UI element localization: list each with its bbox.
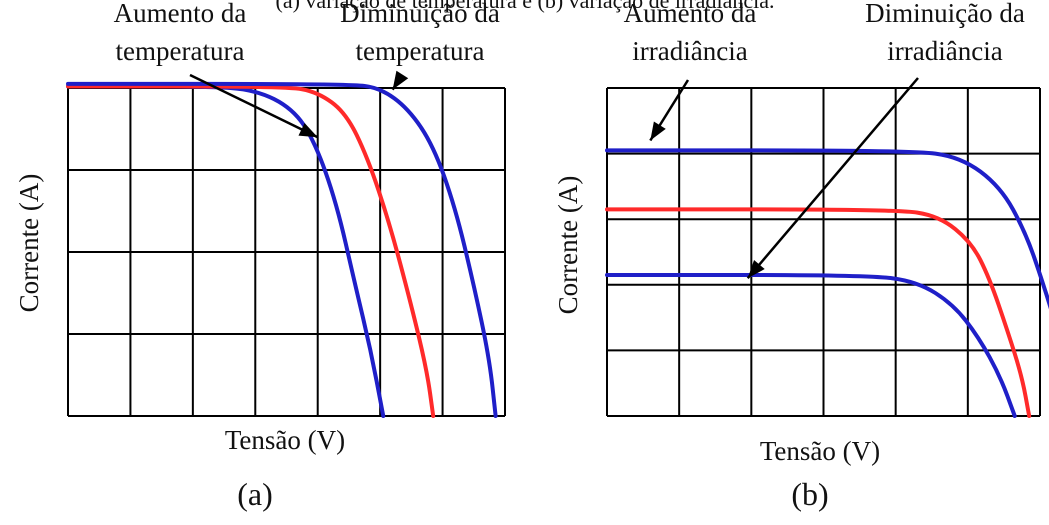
xlabel-b: Tensão (V) (760, 436, 880, 466)
panel-b: Aumento da irradiância Diminuição da irradi… (553, 0, 1049, 512)
annotation-text: Diminuição da (340, 0, 500, 28)
panel-label-a: (a) (237, 476, 273, 512)
ylabel-b: Corrente (A) (553, 176, 583, 315)
grid-a (67, 87, 506, 417)
series-a (66, 81, 498, 418)
series-line-1 (605, 148, 1049, 310)
annotation-arrow-head (747, 259, 765, 279)
annotation-text: temperatura (116, 36, 245, 66)
annotation-arrow-line (746, 77, 919, 280)
annotations-b: Aumento da irradiância Diminuição da irradi… (624, 0, 1025, 280)
annotation-text: Aumento da (114, 0, 247, 28)
series-b (605, 148, 1049, 418)
series-line-2 (605, 207, 1032, 418)
ylabel-a: Corrente (A) (14, 174, 44, 313)
annotation-arrow-head (650, 121, 666, 141)
annotation-arrow-head (298, 123, 318, 138)
series-line-2 (66, 84, 436, 418)
annotations-a: Aumento da temperatura Diminuição da temper… (114, 0, 500, 139)
series-line-3 (66, 81, 498, 418)
panel-a: Aumento da temperatura Diminuição da temper… (14, 0, 506, 512)
caption-top: (a) variação de temperatura e (b) variaç… (276, 0, 775, 13)
panel-label-b: (b) (791, 476, 828, 512)
annotation-text: temperatura (356, 36, 485, 66)
annotation-text: irradiância (632, 36, 747, 66)
grid-b (606, 87, 1041, 417)
annotation-text: Diminuição da (865, 0, 1025, 28)
annotation-text: irradiância (887, 36, 1002, 66)
annotation-arrow-line (189, 73, 319, 139)
series-line-3 (605, 272, 1017, 418)
xlabel-a: Tensão (V) (225, 425, 345, 455)
annotation-text: Aumento da (624, 0, 757, 28)
annotation-arrow-head (392, 70, 409, 90)
